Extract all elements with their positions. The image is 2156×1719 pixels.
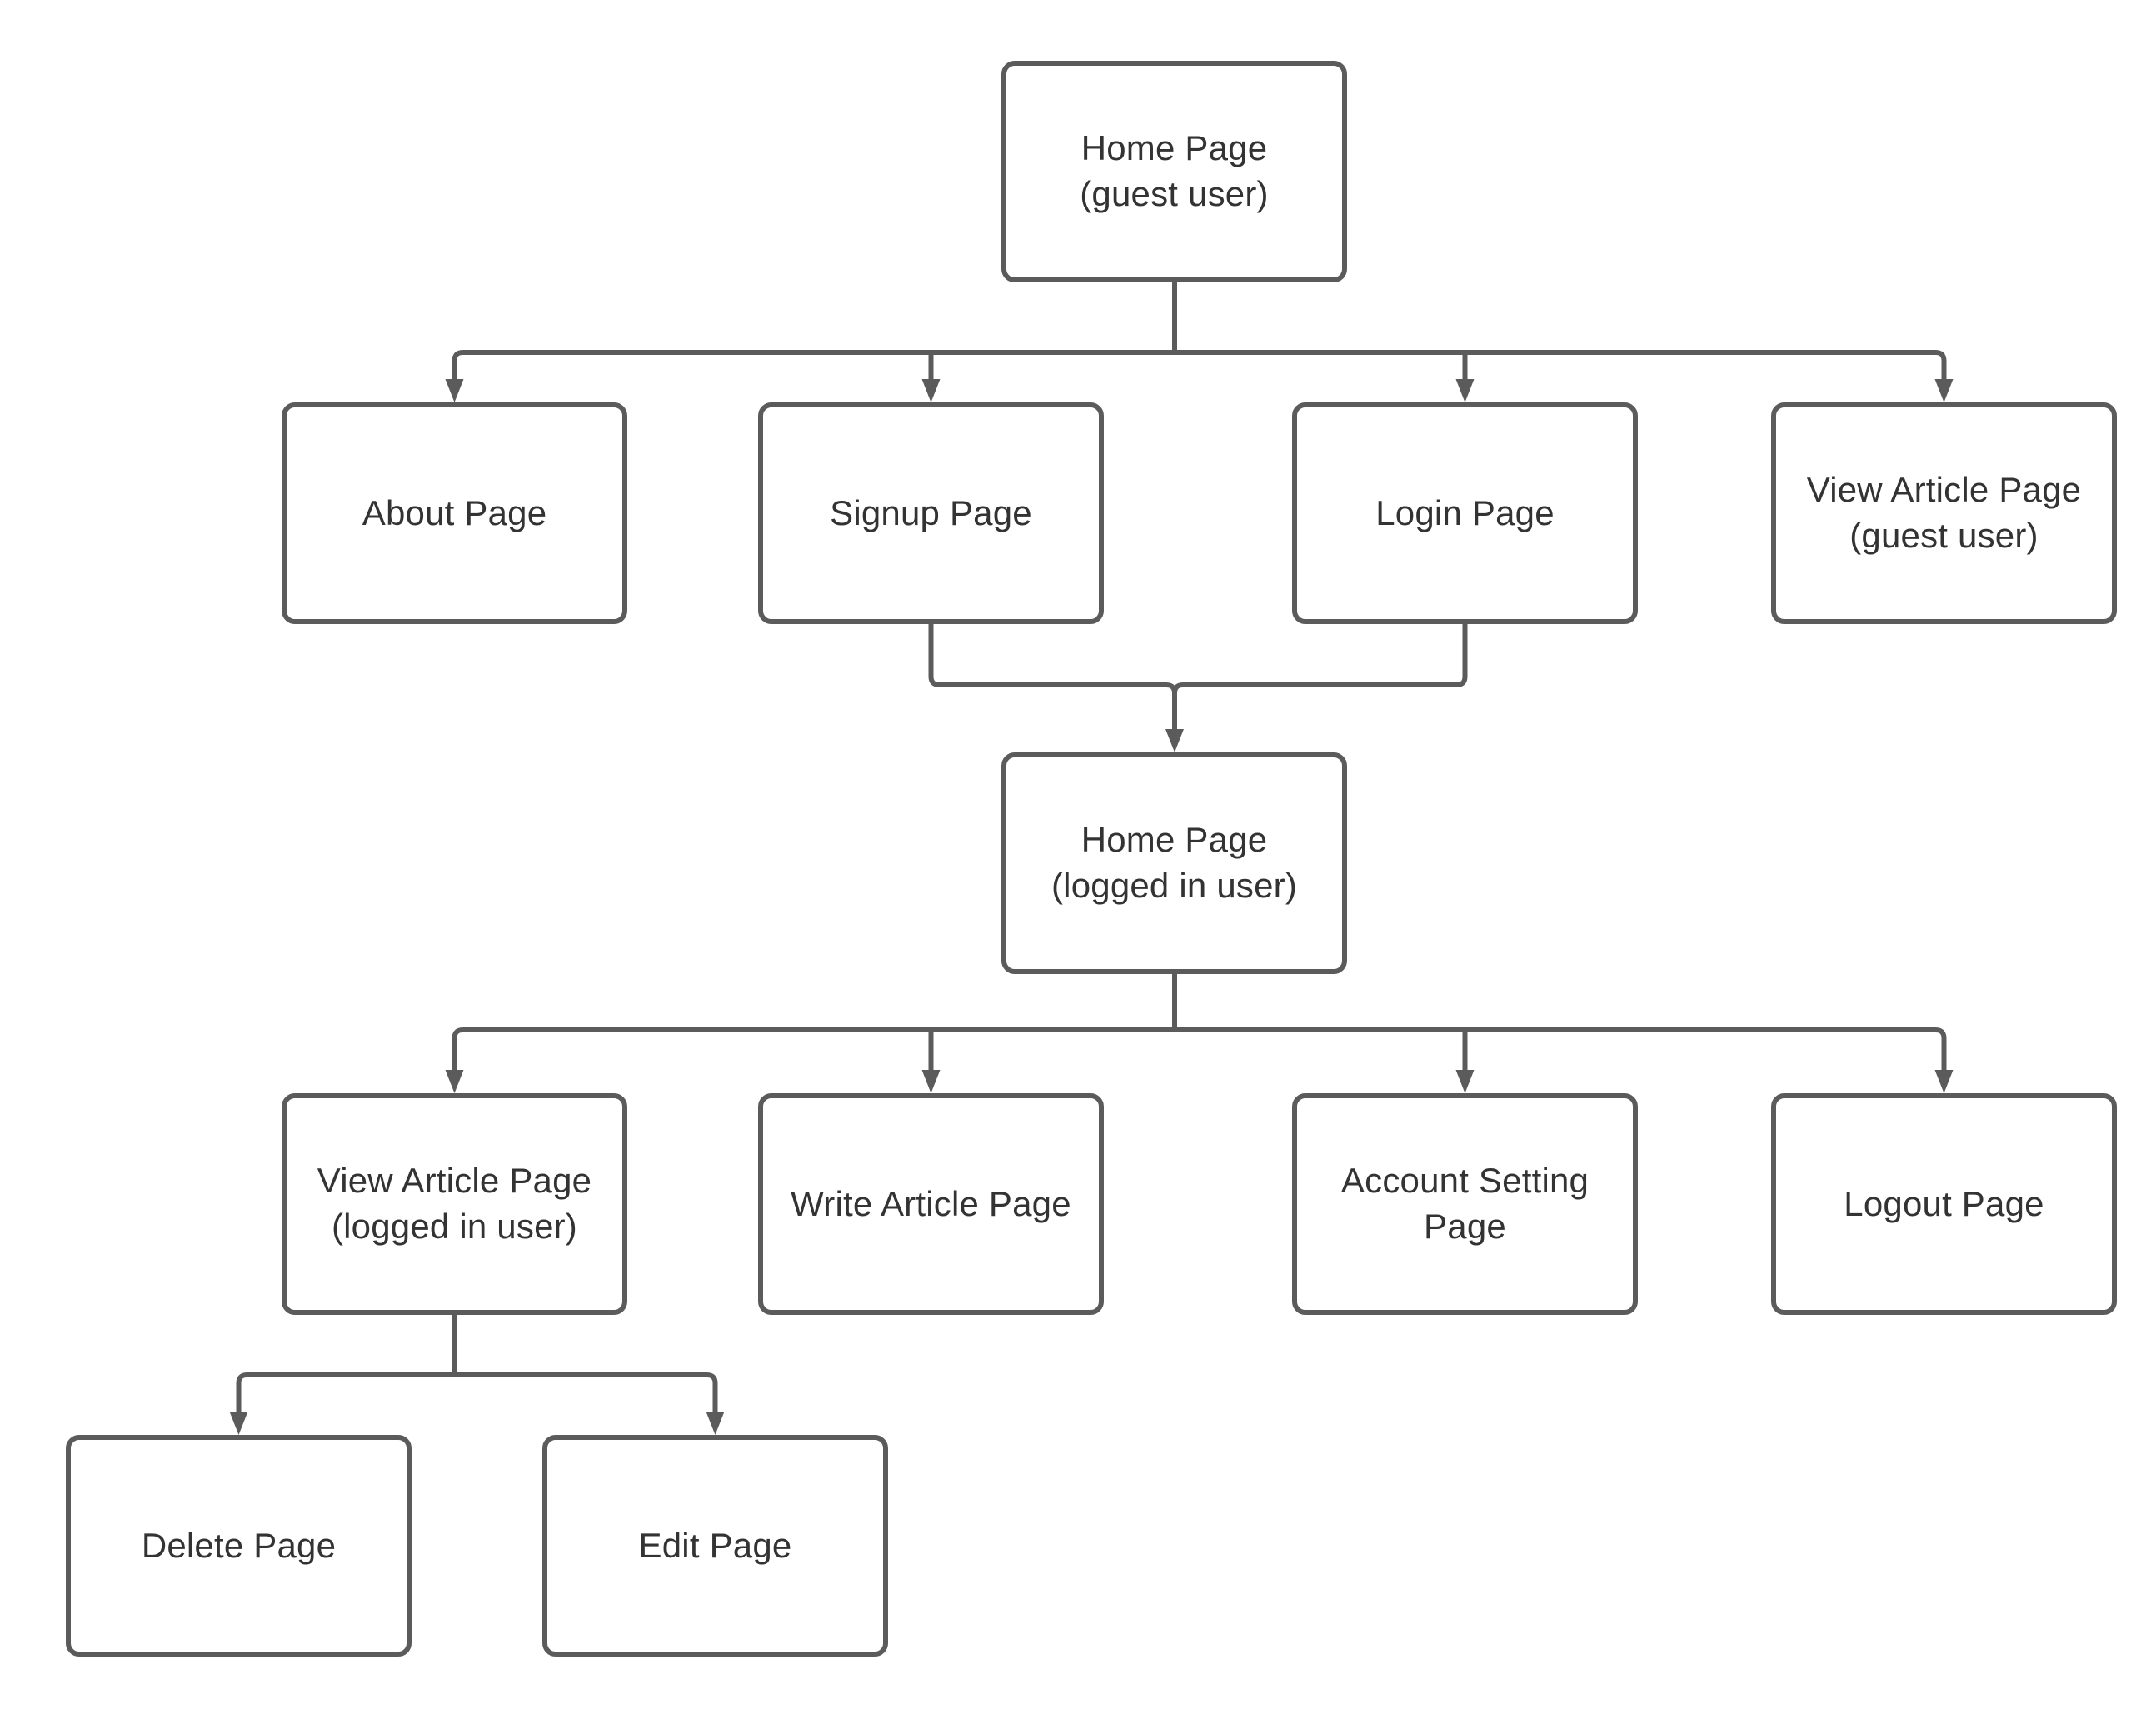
connector-home-guest-to-children [445, 282, 1954, 402]
arrowhead-icon [1165, 729, 1184, 752]
node-about-page: About Page [282, 402, 627, 624]
edge-from-login [1172, 624, 1468, 706]
connector-signup-login-to-home-logged-in [928, 624, 1468, 752]
arrowhead-icon [1455, 1070, 1475, 1093]
node-write-article-page-label: Write Article Page [791, 1183, 1071, 1223]
edge-bar-home-guest-children [452, 350, 1947, 379]
node-logout-page: Logout Page [1771, 1093, 2117, 1315]
node-home-guest-label: Home Page (guest user) [1080, 128, 1269, 213]
node-login-page-label: Login Page [1375, 492, 1555, 532]
node-view-article-logged-in-label: View Article Page (logged in user) [317, 1161, 592, 1246]
node-about-page-label: About Page [362, 492, 547, 532]
connector-view-article-to-children [229, 1315, 725, 1435]
node-home-guest: Home Page (guest user) [1001, 61, 1347, 282]
node-view-article-guest-label: View Article Page (guest user) [1806, 470, 2082, 555]
node-view-article-guest: View Article Page (guest user) [1771, 402, 2117, 624]
arrowhead-icon [229, 1412, 248, 1435]
arrowhead-icon [1455, 379, 1475, 402]
arrowhead-icon [921, 379, 941, 402]
node-logout-page-label: Logout Page [1844, 1183, 2044, 1223]
node-account-setting-page: Account Setting Page [1292, 1093, 1638, 1315]
node-login-page: Login Page [1292, 402, 1638, 624]
connector-home-logged-in-to-children [445, 974, 1954, 1093]
node-write-article-page: Write Article Page [758, 1093, 1104, 1315]
arrowhead-icon [921, 1070, 941, 1093]
arrowhead-icon [445, 379, 464, 402]
edge-from-signup [928, 624, 1177, 706]
edge-bar-view-article-children [236, 1372, 718, 1412]
node-delete-page: Delete Page [66, 1435, 412, 1657]
arrowhead-icon [706, 1412, 725, 1435]
node-account-setting-page-label: Account Setting Page [1340, 1161, 1590, 1246]
node-view-article-logged-in: View Article Page (logged in user) [282, 1093, 627, 1315]
node-home-logged-in-label: Home Page (logged in user) [1051, 820, 1298, 905]
node-delete-page-label: Delete Page [141, 1525, 337, 1565]
arrowhead-icon [1934, 1070, 1954, 1093]
edge-bar-home-logged-in-children [452, 1027, 1947, 1070]
node-signup-page-label: Signup Page [830, 492, 1032, 532]
arrowhead-icon [1934, 379, 1954, 402]
node-edit-page: Edit Page [542, 1435, 888, 1657]
node-edit-page-label: Edit Page [638, 1525, 792, 1565]
node-signup-page: Signup Page [758, 402, 1104, 624]
arrowhead-icon [445, 1070, 464, 1093]
node-home-logged-in: Home Page (logged in user) [1001, 752, 1347, 974]
